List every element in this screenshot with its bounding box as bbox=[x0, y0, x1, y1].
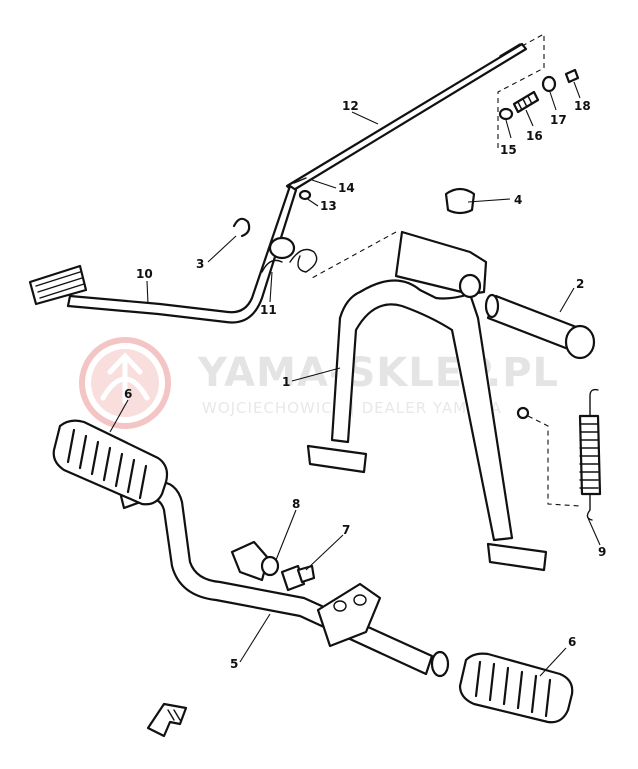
callout-labels: 1 2 3 4 5 6 6 7 8 9 10 11 12 13 14 15 16… bbox=[124, 99, 606, 671]
callout-16: 16 bbox=[526, 129, 543, 143]
brake-rod bbox=[285, 42, 528, 193]
nut-18 bbox=[564, 68, 580, 84]
stand-shaft bbox=[484, 293, 596, 360]
main-stand bbox=[306, 230, 548, 572]
callout-7: 7 bbox=[342, 523, 350, 537]
callout-11: 11 bbox=[260, 303, 277, 317]
watermark-title: YAMA-SKLEP.PL bbox=[197, 350, 559, 396]
callout-10: 10 bbox=[136, 267, 153, 281]
leader-lines bbox=[109, 81, 601, 677]
stand-spring bbox=[516, 388, 602, 521]
callout-18: 18 bbox=[574, 99, 591, 113]
yamaha-logo-icon bbox=[79, 337, 171, 429]
stopper-rubber bbox=[444, 187, 476, 215]
pedal-spring bbox=[261, 236, 318, 273]
callout-2: 2 bbox=[576, 277, 584, 291]
footrest-rubber-right bbox=[458, 652, 574, 724]
stand-foot-left bbox=[306, 444, 368, 474]
callout-15: 15 bbox=[500, 143, 517, 157]
rod-pin bbox=[293, 177, 312, 201]
footrest-bar bbox=[118, 480, 450, 678]
callout-8: 8 bbox=[292, 497, 300, 511]
callout-17: 17 bbox=[550, 113, 567, 127]
washer-8 bbox=[260, 555, 280, 577]
stand-foot-right bbox=[486, 542, 548, 572]
joint-17 bbox=[541, 75, 557, 93]
watermark: YAMA-SKLEP.PL WOJCIECHOWICZ | DEALER YAM… bbox=[79, 337, 559, 429]
footrest-rubber-left bbox=[52, 419, 169, 506]
callout-3: 3 bbox=[196, 257, 204, 271]
circlip bbox=[232, 217, 251, 238]
callout-6-right: 6 bbox=[568, 635, 576, 649]
bracket-right bbox=[316, 582, 382, 648]
rod-hardware bbox=[498, 68, 580, 121]
footrest-bolt bbox=[260, 555, 316, 592]
callout-5: 5 bbox=[230, 657, 238, 671]
callout-1: 1 bbox=[282, 375, 290, 389]
callout-6-left: 6 bbox=[124, 387, 132, 401]
callout-9: 9 bbox=[598, 545, 606, 559]
callout-13: 13 bbox=[320, 199, 337, 213]
washer-15 bbox=[498, 107, 514, 121]
callout-14: 14 bbox=[338, 181, 355, 195]
front-direction-arrow-icon bbox=[146, 702, 188, 738]
brake-pedal bbox=[28, 184, 298, 324]
callout-12: 12 bbox=[342, 99, 359, 113]
callout-4: 4 bbox=[514, 193, 522, 207]
